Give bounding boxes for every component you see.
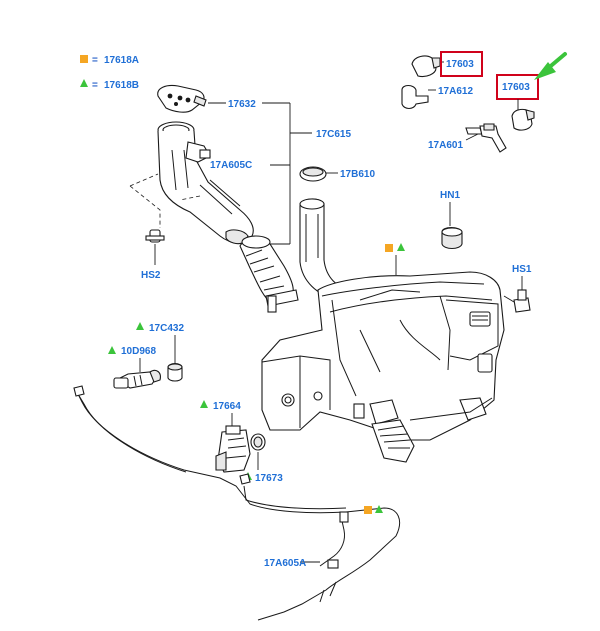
part-17673-seal: 17673 — [244, 433, 283, 484]
part-17A612-connector: 17A612 — [401, 84, 473, 110]
label-17A605C: 17A605C — [210, 160, 252, 171]
hose-square-marker — [364, 506, 372, 514]
label-HS1: HS1 — [512, 264, 532, 275]
tank-triangle-marker — [397, 243, 405, 251]
label-17603-b: 17603 — [502, 82, 530, 93]
label-HS2: HS2 — [141, 270, 161, 281]
legend: = 17618A = 17618B — [80, 55, 139, 91]
label-HN1: HN1 — [440, 190, 460, 201]
highlight-box-17603-a — [440, 51, 483, 77]
part-17603-jet-b: 17603 — [496, 52, 567, 131]
label-17603-a: 17603 — [446, 59, 474, 70]
label-10D968: 10D968 — [121, 346, 156, 357]
part-17664-pump: 17664 — [200, 400, 251, 473]
part-17A605A-hose: 17A605A — [73, 385, 400, 621]
tank-markers — [385, 243, 405, 275]
part-17632-filler-cap: 17632 — [157, 84, 290, 113]
tank-square-marker — [385, 244, 393, 252]
part-HN1-grommet: HN1 — [440, 190, 463, 250]
pointer-arrow-head — [534, 62, 556, 80]
label-17B610: 17B610 — [340, 169, 375, 180]
legend-triangle-marker — [80, 79, 88, 87]
label-17C615: 17C615 — [316, 129, 351, 140]
marker-17664 — [200, 400, 208, 408]
part-17603-jet-a: 17603 — [411, 51, 483, 78]
part-17B610-seal: 17B610 — [299, 166, 375, 182]
highlight-box-17603-b — [496, 74, 539, 100]
label-17673: 17673 — [255, 473, 283, 484]
label-17632: 17632 — [228, 99, 256, 110]
legend-square-marker — [80, 55, 88, 63]
legend-triangle-code: 17618B — [104, 80, 139, 91]
legend-triangle-eq: = — [92, 80, 98, 91]
hose-triangle-marker — [375, 505, 383, 513]
part-10D968-level-sensor: 10D968 — [108, 346, 161, 389]
part-HS2-bolt: HS2 — [141, 229, 165, 281]
part-HS1-bolt: HS1 — [503, 264, 532, 313]
legend-square-eq: = — [92, 55, 98, 66]
part-17A601-connector: 17A601 — [428, 123, 507, 153]
part-17C432-grommet: 17C432 — [136, 322, 184, 382]
label-17664: 17664 — [213, 401, 241, 412]
label-17A605A: 17A605A — [264, 558, 306, 569]
marker-17C432 — [136, 322, 144, 330]
marker-10D968 — [108, 346, 116, 354]
label-17A601: 17A601 — [428, 140, 463, 151]
dashed-guides — [129, 173, 201, 228]
label-17C432: 17C432 — [149, 323, 184, 334]
washer-reservoir — [261, 198, 505, 463]
lower-filler-hose — [239, 235, 299, 313]
legend-square-code: 17618A — [104, 55, 139, 66]
filler-neck: 17A605C — [157, 121, 254, 245]
label-17A612: 17A612 — [438, 86, 473, 97]
